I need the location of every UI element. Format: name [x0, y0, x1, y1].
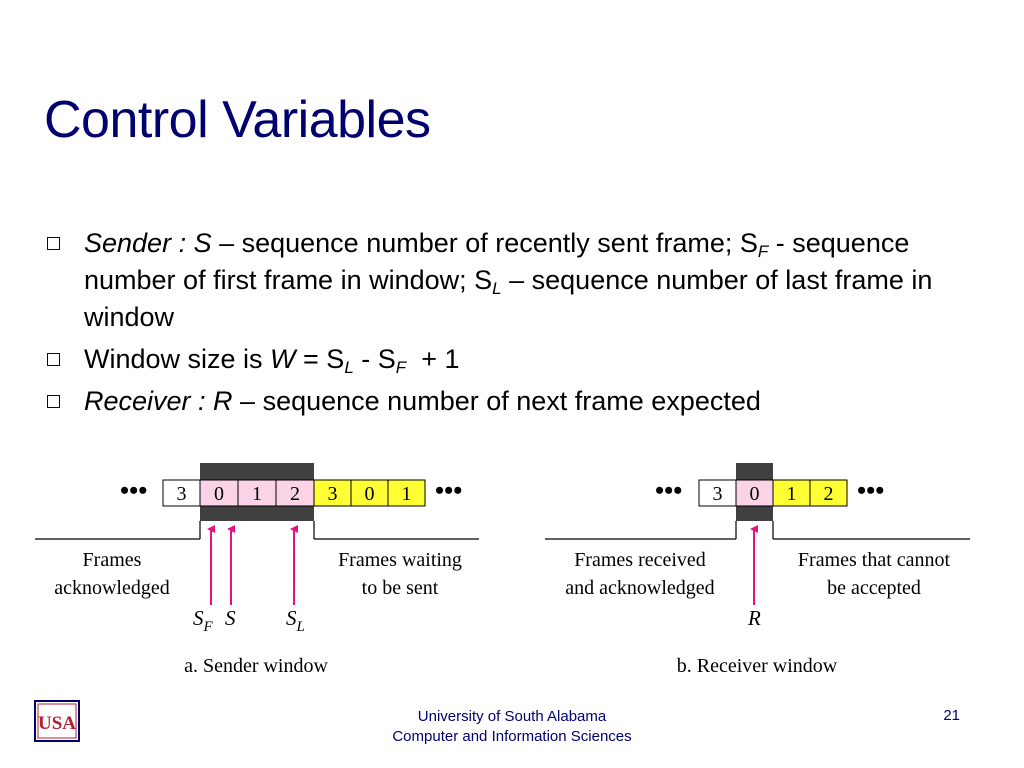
bullet-receiver: Receiver : R – sequence number of next f…	[47, 383, 977, 420]
frames-acknowledged-line-2: acknowledged	[54, 577, 170, 599]
sender-text-1: – sequence number of recently sent frame…	[211, 228, 758, 258]
sender-cell	[350, 479, 389, 507]
footer: University of South Alabama Computer and…	[300, 707, 724, 747]
slide-title: Control Variables	[44, 91, 431, 149]
r-pointer-label: R	[747, 606, 761, 630]
frames-received-line-2: and acknowledged	[565, 577, 714, 599]
sender-cell-label: 2	[290, 483, 300, 505]
bullet-window-size: Window size is W = SL - SF + 1	[47, 341, 977, 378]
sender-cell-label: 3	[328, 483, 338, 505]
sender-cell	[275, 479, 315, 507]
sender-label: Sender : S	[84, 228, 212, 258]
receiver-window: ••• 3 0 1 2 ••• Frames received and ackn…	[545, 463, 970, 677]
sliding-window-diagram: ••• 3 0 1 2 3 0 1 ••• Frames acknowledge…	[35, 463, 970, 677]
page-number: 21	[943, 707, 960, 724]
frames-not-accepted-line-1: Frames that cannot	[798, 549, 951, 571]
sender-window-caption: a. Sender window	[184, 655, 328, 677]
frames-received-line-1: Frames received	[574, 549, 706, 571]
receiver-window-caption: b. Receiver window	[677, 655, 838, 677]
w-variable: W	[270, 344, 296, 374]
square-bullet-icon	[47, 353, 60, 366]
square-bullet-icon	[47, 395, 60, 408]
frames-waiting-line-2: to be sent	[362, 577, 439, 599]
sender-cell-label: 1	[402, 483, 412, 505]
sender-cell	[237, 479, 277, 507]
receiver-cell-label: 3	[713, 483, 723, 505]
receiver-cell	[698, 479, 737, 507]
receiver-text: – sequence number of next frame expected	[232, 386, 761, 416]
frames-not-accepted-line-2: be accepted	[827, 577, 921, 599]
sf-pointer-label: SF	[193, 606, 214, 635]
receiver-cell	[772, 479, 811, 507]
sender-cell-label: 0	[365, 483, 375, 505]
sender-text-3: – sequence number of last frame in windo…	[84, 265, 933, 332]
university-logo: USA	[34, 700, 80, 742]
logo-lettering: USA	[38, 713, 76, 734]
left-ellipsis: •••	[655, 476, 682, 505]
equals-sl: = S	[295, 344, 345, 374]
sender-cell	[387, 479, 426, 507]
receiver-cell-label: 2	[824, 483, 834, 505]
subscript-l: L	[344, 358, 354, 377]
minus-sf: - S	[353, 344, 396, 374]
sl-pointer-label: SL	[286, 606, 305, 635]
frames-acknowledged-line-1: Frames	[83, 549, 142, 571]
bullet-list: Sender : S – sequence number of recently…	[47, 225, 977, 425]
frames-waiting-line-1: Frames waiting	[338, 549, 462, 571]
right-ellipsis: •••	[857, 476, 884, 505]
sender-cell	[313, 479, 352, 507]
square-bullet-icon	[47, 237, 60, 250]
footer-department: Computer and Information Sciences	[392, 728, 632, 745]
sender-cell-label: 0	[214, 483, 224, 505]
sender-cell	[162, 479, 201, 507]
receiver-cell-label: 1	[787, 483, 797, 505]
sender-cell-label: 1	[252, 483, 262, 505]
right-ellipsis: •••	[435, 476, 462, 505]
sender-window: ••• 3 0 1 2 3 0 1 ••• Frames acknowledge…	[35, 463, 479, 677]
plus-one: + 1	[406, 344, 460, 374]
bullet-sender: Sender : S – sequence number of recently…	[47, 225, 977, 336]
window-size-prefix: Window size is	[84, 344, 271, 374]
receiver-label: Receiver : R	[84, 386, 233, 416]
footer-university: University of South Alabama	[417, 708, 607, 725]
left-ellipsis: •••	[120, 476, 147, 505]
s-pointer-label: S	[225, 606, 236, 630]
subscript-f: F	[757, 242, 769, 261]
subscript-f: F	[395, 358, 407, 377]
receiver-cell-label: 0	[750, 483, 760, 505]
receiver-cell	[809, 479, 848, 507]
sender-text-2: - sequence number of first frame in wind…	[84, 228, 910, 295]
sender-cell-label: 3	[177, 483, 187, 505]
subscript-l: L	[492, 279, 502, 298]
